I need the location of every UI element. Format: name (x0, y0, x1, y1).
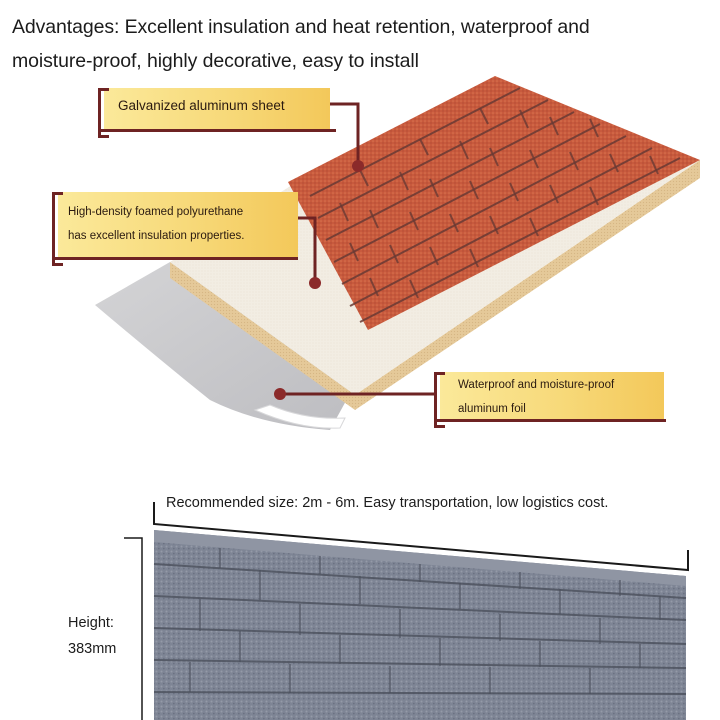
sheet-marker-dot (352, 160, 364, 172)
galvanized-sheet-brick-layer (288, 76, 700, 330)
callout-galvanized-sheet: Galvanized aluminum sheet (98, 88, 336, 138)
height-label-value: 383mm (68, 641, 117, 657)
height-dimension-line (124, 537, 143, 720)
callout-foil-line-1: Waterproof and moisture-proof (458, 379, 615, 391)
callout-galvanized-sheet-text: Galvanized aluminum sheet (118, 98, 285, 113)
advantages-headline: Advantages: Excellent insulation and hea… (12, 10, 712, 78)
length-dimension-line (153, 502, 689, 572)
foam-marker-dot (309, 277, 321, 289)
leader-lines (280, 102, 436, 396)
callout-aluminum-foil: Waterproof and moisture-proof aluminum f… (434, 372, 666, 428)
panel-layers-illustration (95, 76, 700, 430)
height-label: Height: 383mm (68, 610, 116, 662)
headline-line-2: moisture-proof, highly decorative, easy … (12, 50, 419, 72)
length-caption: Recommended size: 2m - 6m. Easy transpor… (166, 495, 609, 511)
headline-line-1: Advantages: Excellent insulation and hea… (12, 16, 590, 38)
callout-foam-line-2: has excellent insulation properties. (68, 230, 245, 242)
callout-foam-line-1: High-density foamed polyurethane (68, 206, 244, 218)
callout-foil-line-2: aluminum foil (458, 403, 526, 415)
callout-polyurethane-foam: High-density foamed polyurethane has exc… (52, 192, 298, 266)
grey-panel-surface (154, 530, 686, 720)
aluminum-foil-layer (95, 262, 352, 430)
foil-marker-dot (274, 388, 286, 400)
height-label-title: Height: (68, 615, 114, 631)
grey-brick-panel-illustration (124, 502, 689, 720)
